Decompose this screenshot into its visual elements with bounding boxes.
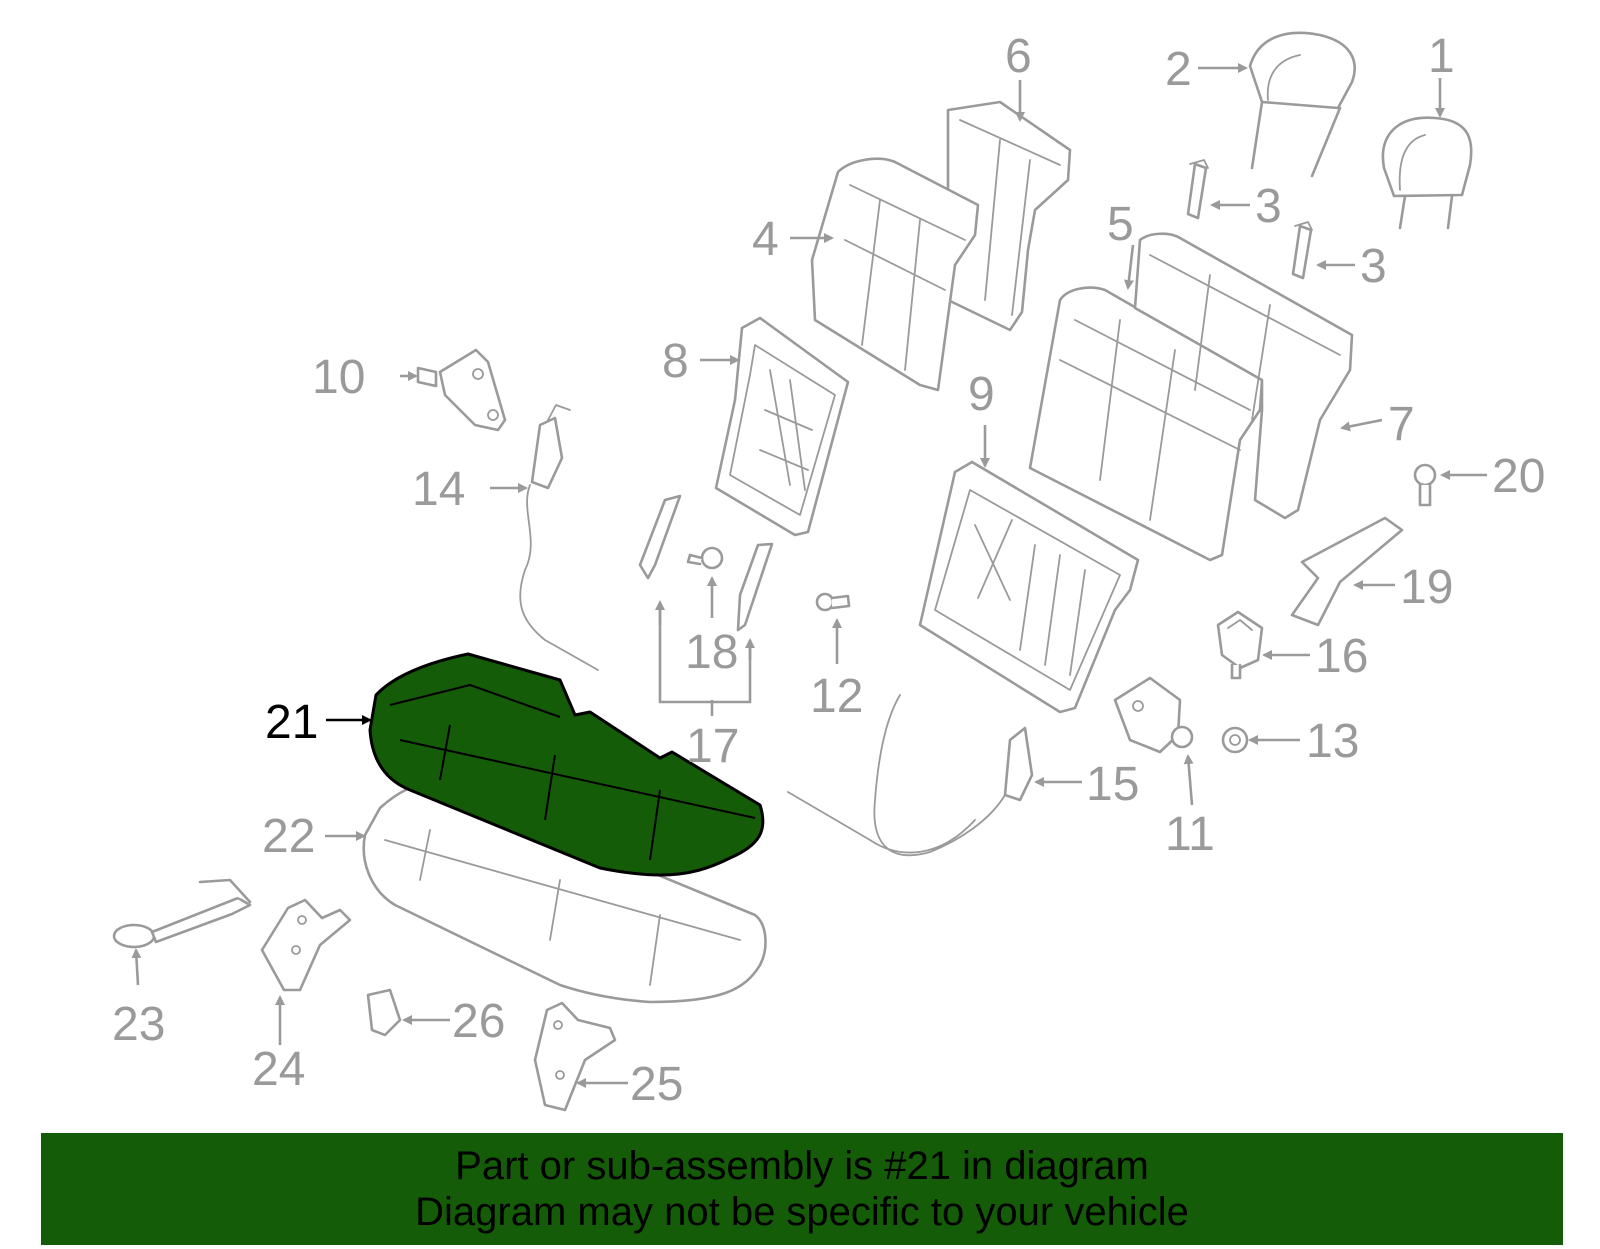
part-12-bolt (815, 592, 851, 612)
callout-7: 7 (1388, 398, 1415, 451)
callout-1: 1 (1428, 30, 1455, 83)
part-18-bolt (686, 546, 724, 570)
part-2-headrest (1248, 31, 1356, 178)
callout-5: 5 (1107, 198, 1134, 251)
callout-4: 4 (752, 213, 779, 266)
callout-9: 9 (968, 368, 995, 421)
part-17-trim-right (736, 542, 774, 632)
callout-22: 22 (262, 810, 315, 863)
part-6-seatback (946, 100, 1072, 332)
part-7-seatback (1133, 232, 1354, 520)
callouts: 1 2 3 3 4 5 6 7 8 9 10 11 12 13 14 15 16… (112, 30, 1545, 1111)
part-14-latch (519, 404, 599, 671)
callout-8: 8 (662, 335, 689, 388)
part-8-frame (714, 316, 850, 537)
part-13-nut (1221, 726, 1249, 754)
callout-23: 23 (112, 998, 165, 1051)
part-20-bolt (1413, 463, 1437, 507)
callout-25: 25 (630, 1058, 683, 1111)
notice-banner: Part or sub-assembly is #21 in diagram D… (41, 1133, 1563, 1245)
callout-3: 3 (1360, 240, 1387, 293)
callout-6: 6 (1005, 30, 1032, 83)
callout-24: 24 (252, 1043, 305, 1096)
callout-18: 18 (685, 626, 738, 679)
callout-17: 17 (686, 720, 739, 773)
callout-11: 11 (1165, 808, 1215, 861)
part-3-guide-lower (1291, 221, 1313, 280)
part-10-hinge (416, 348, 507, 432)
part-5-seatback-pad (1028, 286, 1264, 562)
callout-15: 15 (1086, 758, 1139, 811)
callout-14: 14 (412, 463, 465, 516)
part-25-bracket (533, 1001, 617, 1112)
notice-line-1: Part or sub-assembly is #21 in diagram (455, 1144, 1149, 1188)
part-21-seat-cushion-highlighted (368, 652, 765, 877)
part-26-clip (366, 988, 402, 1037)
part-11-hinge (1113, 676, 1194, 754)
callout-16: 16 (1315, 630, 1368, 683)
part-4-seatback-pad (810, 157, 980, 392)
parts-diagram: 1 2 3 3 4 5 6 7 8 9 10 11 12 13 14 15 16… (112, 30, 1545, 1112)
part-9-frame (918, 460, 1140, 714)
notice-line-2: Diagram may not be specific to your vehi… (415, 1190, 1189, 1234)
callout-13: 13 (1306, 715, 1359, 768)
part-16-buckle (1216, 610, 1264, 680)
callout-12: 12 (810, 670, 863, 723)
part-23-rod (112, 878, 252, 949)
callout-26: 26 (452, 995, 505, 1048)
part-19-belt (1290, 516, 1404, 627)
part-1-headrest (1381, 116, 1473, 230)
part-15-latch (787, 694, 1034, 857)
callout-19: 19 (1400, 561, 1453, 614)
callout-10: 10 (312, 351, 365, 404)
callout-21: 21 (265, 696, 318, 749)
callout-2: 2 (1165, 43, 1192, 96)
callout-3: 3 (1255, 180, 1282, 233)
part-17-trim-left (638, 494, 682, 580)
part-3-guide-upper (1186, 159, 1209, 220)
callout-20: 20 (1492, 450, 1545, 503)
leaders (131, 63, 1487, 1088)
part-24-bracket (260, 898, 352, 992)
